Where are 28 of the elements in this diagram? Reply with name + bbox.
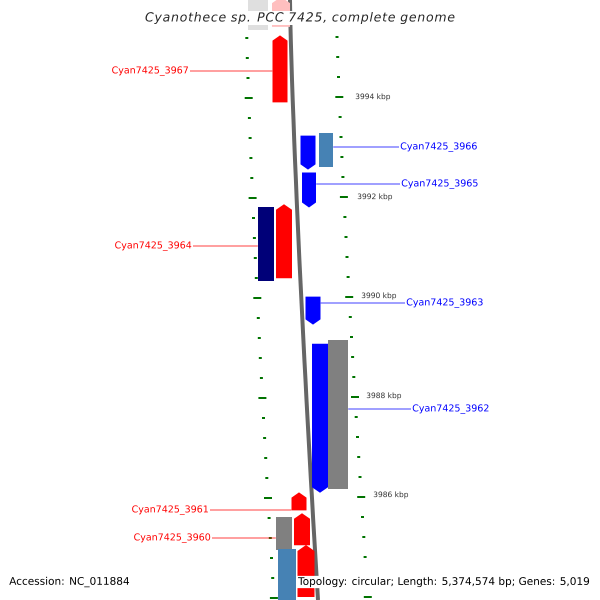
leader-line	[190, 70, 273, 72]
gene-label: Cyan7425_3967	[112, 66, 188, 76]
leader-line	[348, 408, 412, 410]
gene-block	[300, 136, 316, 170]
genome-info-text: Topology: circular; Length: 5,374,574 bp; Genes: 5,019	[297, 576, 591, 588]
gene-box	[328, 340, 348, 489]
gene-block	[272, 35, 288, 102]
gene-box	[319, 133, 333, 167]
gene-block	[294, 513, 310, 546]
gene-box	[278, 549, 296, 600]
gene-label: Cyan7425_3965	[402, 179, 478, 189]
gene-box	[258, 207, 274, 281]
leader-line	[320, 302, 406, 304]
gene-block	[292, 492, 306, 510]
title: Cyanothece sp. PCC 7425, complete genome	[144, 10, 456, 26]
leader-line	[332, 146, 400, 148]
gene-label: Cyan7425_3964	[115, 241, 192, 251]
gene-label: Cyan7425_3966	[400, 142, 477, 152]
gene-label: Cyan7425_3960	[134, 533, 210, 543]
gene-block	[302, 172, 316, 208]
gene-box	[276, 517, 292, 550]
gene-block	[276, 204, 292, 278]
accession-text: Accession: NC_011884	[9, 576, 130, 588]
gene-label: Cyan7425_3962	[412, 404, 488, 414]
gene-block	[312, 344, 328, 493]
gene-block	[306, 296, 320, 325]
gene-label: Cyan7425_3961	[132, 505, 208, 515]
gene-label: Cyan7425_3963	[406, 298, 483, 308]
